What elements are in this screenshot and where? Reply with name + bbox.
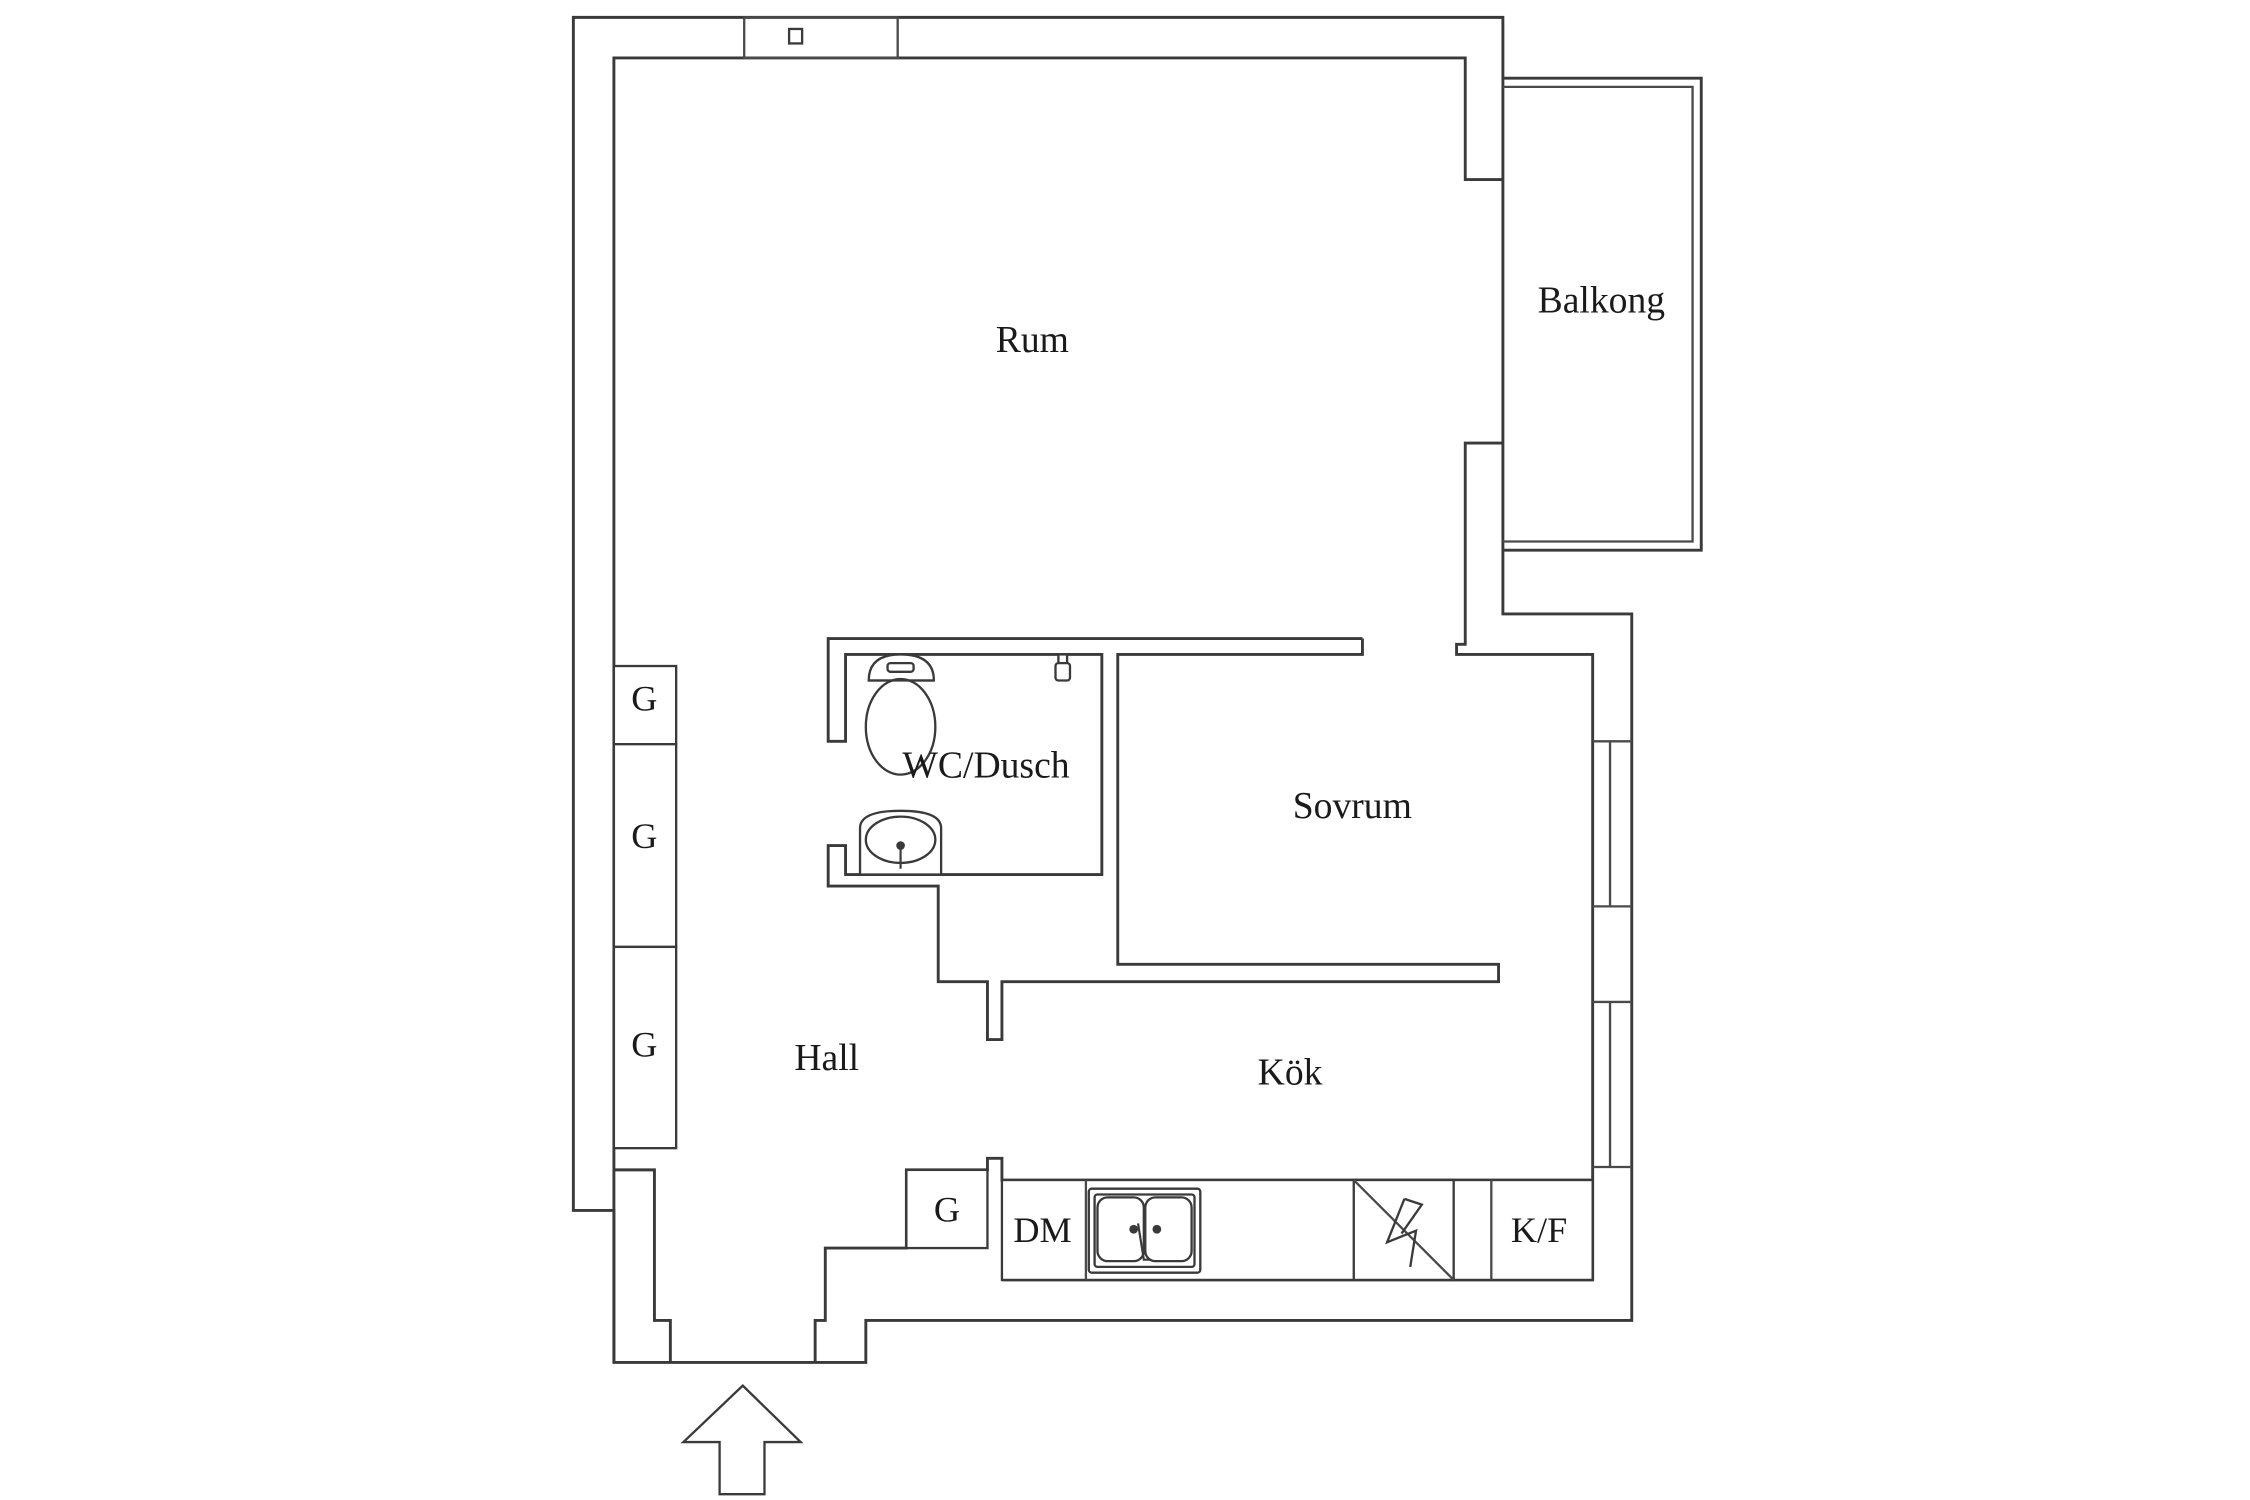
entrance-arrow [680, 1384, 804, 1496]
closet-3-label: G [631, 1025, 657, 1065]
bathroom-fixtures [858, 653, 1072, 876]
closet-4-label: G [934, 1190, 960, 1230]
outer-wall-inner-bottom [613, 1168, 672, 1363]
interior-walls [826, 637, 1500, 1042]
closet-1-label: G [631, 679, 657, 719]
closet-3[interactable] [612, 945, 678, 1150]
bath-wall-top [826, 637, 1500, 1042]
room-labels: Rum Balkong WC/Dusch Sovrum Hall Kök [794, 280, 1665, 1094]
balcony-inner [1502, 85, 1694, 543]
kitchen-counter: DM K/F [1000, 1178, 1594, 1282]
stove-icon[interactable] [1352, 1178, 1455, 1282]
fridge-label: K/F [1511, 1210, 1567, 1250]
right-windows [1592, 740, 1632, 1169]
closet-4[interactable] [905, 1168, 989, 1250]
room-label-balkong: Balkong [1538, 280, 1666, 322]
closet-1[interactable] [612, 664, 678, 746]
closets-left: G G G [612, 664, 678, 1150]
shower-valve-icon[interactable] [1054, 653, 1072, 682]
room-label-hall: Hall [794, 1037, 859, 1079]
washbasin-icon[interactable] [858, 809, 943, 876]
balcony [1502, 76, 1703, 552]
outer-wall-inner-right [1001, 441, 1595, 1282]
top-window [743, 16, 899, 60]
toilet-icon[interactable] [864, 653, 937, 776]
room-label-kok: Kök [1258, 1051, 1323, 1093]
double-sink-icon[interactable] [1087, 1187, 1202, 1274]
closet-2-label: G [631, 816, 657, 856]
room-label-rum: Rum [996, 319, 1069, 361]
room-label-wc: WC/Dusch [902, 744, 1069, 786]
dishwasher-label: DM [1013, 1210, 1071, 1250]
balcony-outer [1502, 76, 1703, 552]
closet-2[interactable] [612, 743, 678, 949]
room-label-sovrum: Sovrum [1293, 785, 1412, 827]
closet-kitchen: G [905, 1168, 989, 1250]
window-latch [787, 27, 804, 45]
outer-wall-inner [612, 56, 1503, 1363]
